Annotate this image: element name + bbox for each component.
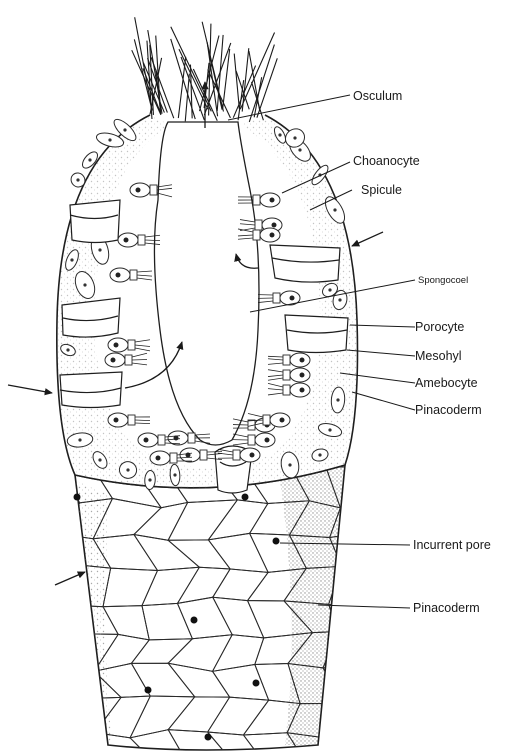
label-incurrent-pore: Incurrent pore [413, 538, 491, 552]
lower-body [57, 462, 387, 753]
upper-body [57, 115, 358, 493]
pinacocyte [329, 604, 386, 637]
spicule [223, 49, 230, 109]
label-pinacoderm-upper: Pinacoderm [415, 403, 482, 417]
spicule [190, 65, 192, 119]
pinacocyte [327, 733, 385, 753]
pinacocyte [323, 667, 381, 706]
pinacocyte [329, 565, 387, 606]
pinacocyte [327, 703, 381, 738]
spicule [249, 51, 260, 111]
label-pinacoderm-lower: Pinacoderm [413, 601, 480, 615]
spicule [249, 45, 274, 122]
label-amebocyte: Amebocyte [415, 376, 478, 390]
pinacocyte [323, 632, 386, 668]
spicule [234, 54, 239, 109]
label-mesohyl: Mesohyl [415, 349, 462, 363]
label-choanocyte: Choanocyte [353, 154, 420, 168]
label-osculum: Osculum [353, 89, 402, 103]
label-porocyte: Porocyte [415, 320, 464, 334]
label-spicule: Spicule [361, 183, 402, 197]
label-spongocoel: Spongocoel [418, 275, 468, 286]
